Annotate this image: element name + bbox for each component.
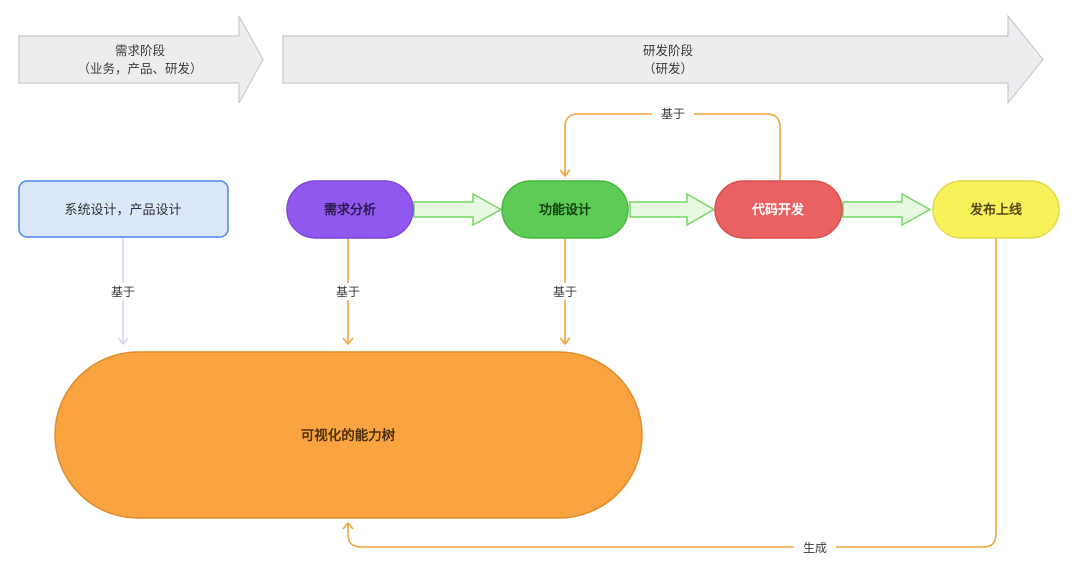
edge-label-generates: 生成 xyxy=(803,541,827,555)
edge-label-system-based-on: 基于 xyxy=(111,285,135,299)
node-release-online: 发布上线 xyxy=(932,180,1060,239)
node-release-online-label: 发布上线 xyxy=(969,202,1022,217)
banner-requirement-line2: （业务，产品、研发） xyxy=(77,61,202,76)
banner-requirement-arrow-shape xyxy=(18,15,264,104)
edge-label-bg xyxy=(102,283,144,300)
node-function-design: 功能设计 xyxy=(501,180,629,239)
banner-dev-line2: （研发） xyxy=(643,61,693,76)
edge-system-based-on-tree: 基于 xyxy=(102,237,144,345)
node-requirement-analysis-label: 需求分析 xyxy=(324,202,376,217)
edge-code-based-on-function: 基于 xyxy=(559,105,781,181)
block-arrow-function-to-code xyxy=(629,192,716,227)
node-requirement-analysis: 需求分析 xyxy=(286,180,414,239)
edge-release-generates-tree: 生成 xyxy=(342,238,997,555)
node-system-design: 系统设计，产品设计 xyxy=(18,180,229,238)
node-function-design-label: 功能设计 xyxy=(539,202,591,217)
node-capability-tree-label: 可视化的能力树 xyxy=(301,427,396,443)
node-capability-tree: 可视化的能力树 xyxy=(54,351,643,519)
edge-requirement-based-on-tree: 基于 xyxy=(327,238,369,345)
block-arrow-requirement-to-function xyxy=(413,192,503,227)
banner-dev-phase: 研发阶段 （研发） xyxy=(282,14,1044,105)
banner-requirement-phase: 需求阶段 （业务，产品、研发） xyxy=(18,15,264,104)
block-arrow-code-to-release xyxy=(842,192,932,227)
banner-dev-arrow-shape xyxy=(282,14,1044,105)
edge-label-function-based-on: 基于 xyxy=(553,285,577,299)
banner-requirement-line1: 需求阶段 xyxy=(115,43,165,58)
edge-label-code-based-on: 基于 xyxy=(661,107,685,121)
edge-label-bg xyxy=(652,105,694,122)
node-system-design-label: 系统设计，产品设计 xyxy=(64,202,181,217)
edge-function-based-on-tree: 基于 xyxy=(544,238,586,345)
edge-label-bg xyxy=(327,283,369,300)
node-code-development: 代码开发 xyxy=(714,180,843,239)
edge-label-bg xyxy=(794,539,836,555)
edge-label-bg xyxy=(544,283,586,300)
edge-label-requirement-based-on: 基于 xyxy=(336,285,360,299)
node-code-development-label: 代码开发 xyxy=(751,202,805,217)
banner-dev-line1: 研发阶段 xyxy=(643,43,693,58)
